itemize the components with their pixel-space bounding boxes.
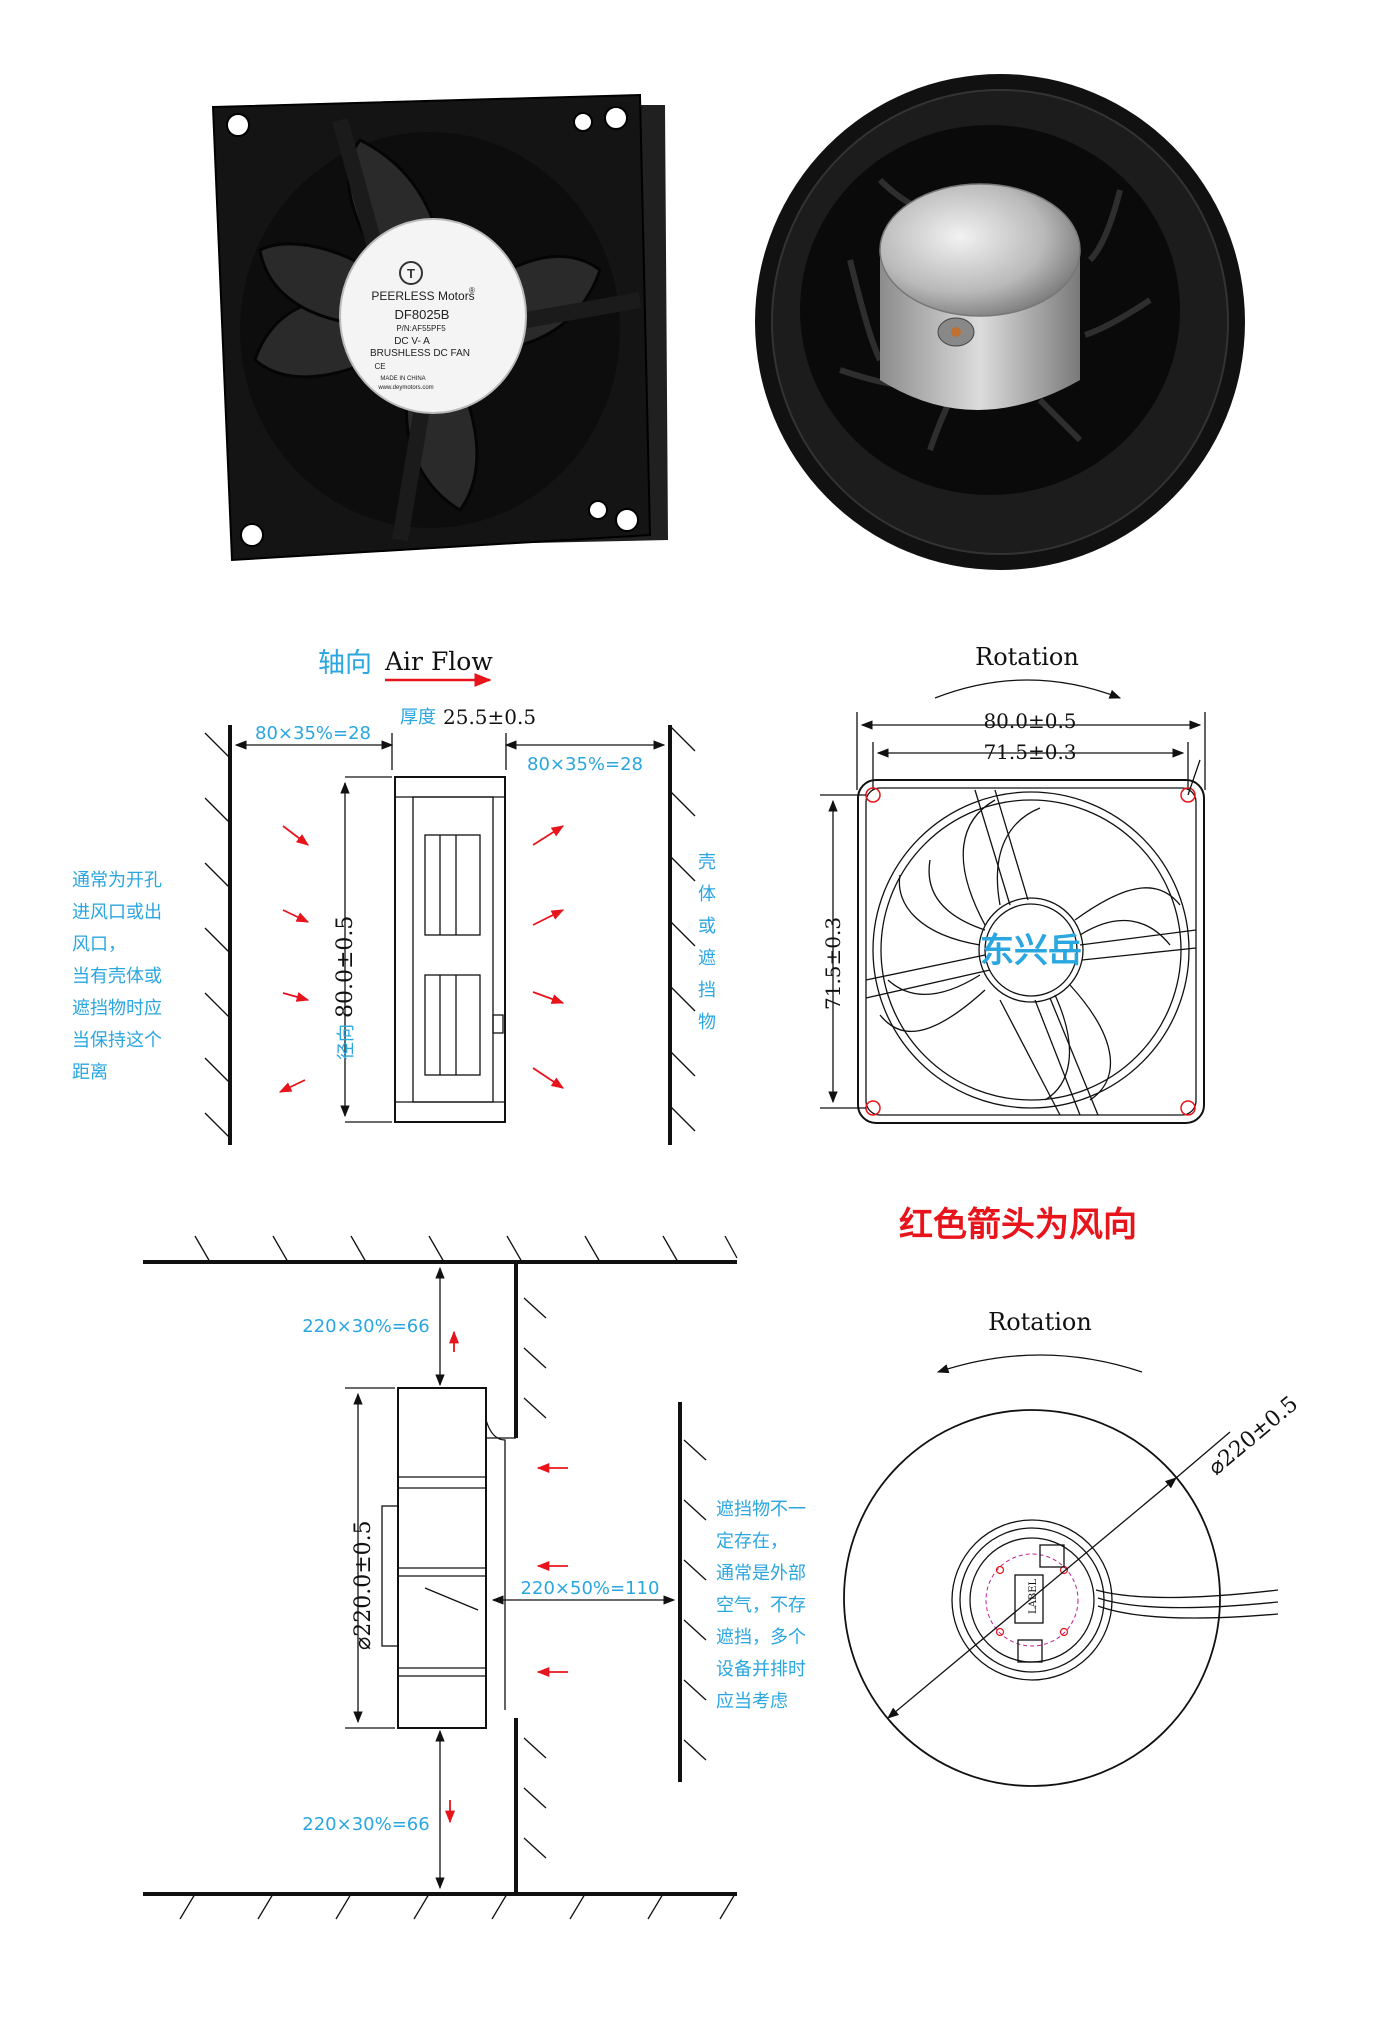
rotation-arrow-centrifugal [936, 1354, 1143, 1374]
svg-text:挡: 挡 [698, 980, 716, 1001]
axial-fan-photo: T PEERLESS Motors ® DF8025B P/N:AF55PF5 … [211, 93, 668, 562]
axial-side-view: 轴向 Air Flow 80×35%=28 80×35%=28 厚度 25.5±… [72, 647, 716, 1145]
svg-text:体: 体 [698, 884, 716, 905]
centrifugal-fan-photo [755, 74, 1245, 570]
airflow-arrows-centrifugal [444, 1330, 568, 1824]
right-enclosure-note: 壳 体 或 遮 挡 物 [698, 852, 716, 1033]
sticker-registered: ® [469, 286, 475, 295]
svg-text:遮挡物时应: 遮挡物时应 [72, 998, 162, 1019]
svg-text:遮挡，多个: 遮挡，多个 [716, 1627, 806, 1648]
thickness-value: 25.5±0.5 [443, 705, 536, 729]
svg-text:或: 或 [698, 916, 716, 937]
centrifugal-fan-side-profile [381, 1387, 516, 1729]
sticker-part-number: P/N:AF55PF5 [396, 324, 446, 333]
airflow-arrows-axial [278, 825, 565, 1093]
rotation-label-axial: Rotation [975, 643, 1079, 671]
gap-top-label: 220×30%=66 [302, 1316, 429, 1337]
rotation-arrow-axial [934, 679, 1122, 699]
airflow-title-en: Air Flow [384, 647, 493, 676]
radial-label: 径向 [336, 1024, 357, 1060]
gap-bottom-label: 220×30%=66 [302, 1814, 429, 1835]
svg-text:通常为开孔: 通常为开孔 [72, 870, 162, 891]
axial-fan-side-profile [394, 776, 506, 1123]
sticker-brand: PEERLESS Motors [371, 289, 474, 303]
sticker-ce: CE [374, 362, 385, 371]
gap-left-label: 80×35%=28 [255, 723, 371, 744]
dim-outer-width: 80.0±0.5 [983, 709, 1076, 733]
svg-text:当有壳体或: 当有壳体或 [72, 966, 162, 987]
rotation-label-centrifugal: Rotation [988, 1308, 1092, 1336]
sticker-model: DF8025B [395, 307, 450, 322]
axial-front-view: Rotation 80.0±0.5 71.5±0.3 [820, 643, 1206, 1124]
brand-logo-icon [399, 261, 423, 285]
dim-hole-width: 71.5±0.3 [983, 740, 1076, 764]
airflow-title-cn: 轴向 [318, 648, 372, 679]
centrifugal-front-view: Rotation LABEL ⌀220±0.5 [843, 1308, 1303, 1787]
svg-text:当保持这个: 当保持这个 [72, 1030, 162, 1051]
svg-text:物: 物 [698, 1012, 716, 1033]
legend-wind-direction: 红色箭头为风向 [899, 1205, 1137, 1245]
sticker-website: www.deymotors.com [377, 385, 433, 391]
sticker-dc-line: DC V- A [394, 336, 430, 347]
watermark-text: 东兴岳 [980, 931, 1082, 971]
svg-text:进风口或出: 进风口或出 [72, 902, 162, 923]
svg-text:距离: 距离 [72, 1062, 108, 1083]
gap-right-label: 80×35%=28 [527, 754, 643, 775]
centrifugal-side-view: 220×30%=66 220×30%=66 220×50%=110 ⌀220.0… [143, 1235, 806, 1920]
svg-text:应当考虑: 应当考虑 [716, 1691, 788, 1712]
svg-text:设备并排时: 设备并排时 [716, 1659, 806, 1680]
svg-text:通常是外部: 通常是外部 [716, 1563, 806, 1584]
svg-text:定存在，: 定存在， [716, 1531, 788, 1552]
svg-text:空气，不存: 空气，不存 [716, 1595, 806, 1616]
svg-text:壳: 壳 [698, 852, 716, 873]
logo-letter: T [407, 266, 415, 281]
diameter-dim-side: ⌀220.0±0.5 [351, 1520, 376, 1650]
svg-text:遮挡物不一: 遮挡物不一 [716, 1499, 806, 1520]
dim-vertical: 71.5±0.3 [821, 917, 845, 1010]
axial-fan-frame [857, 779, 1205, 1124]
diameter-dim-front: ⌀220±0.5 [1204, 1392, 1303, 1481]
sticker-type: BRUSHLESS DC FAN [370, 348, 470, 359]
svg-text:遮: 遮 [698, 948, 716, 969]
radial-value: 80.0±0.5 [333, 916, 358, 1018]
impeller-outline [843, 1409, 1221, 1787]
fan-label-sticker [339, 218, 527, 414]
obstacle-note: 遮挡物不一 定存在， 通常是外部 空气，不存 遮挡，多个 设备并排时 应当考虑 [716, 1499, 806, 1712]
thickness-label: 厚度 [400, 707, 436, 728]
sticker-made-in: MADE IN CHINA [380, 376, 425, 382]
left-distance-note: 通常为开孔 进风口或出 风口， 当有壳体或 遮挡物时应 当保持这个 距离 [72, 870, 162, 1083]
svg-text:风口，: 风口， [72, 934, 126, 955]
gap-right-label-centrifugal: 220×50%=110 [521, 1578, 660, 1599]
